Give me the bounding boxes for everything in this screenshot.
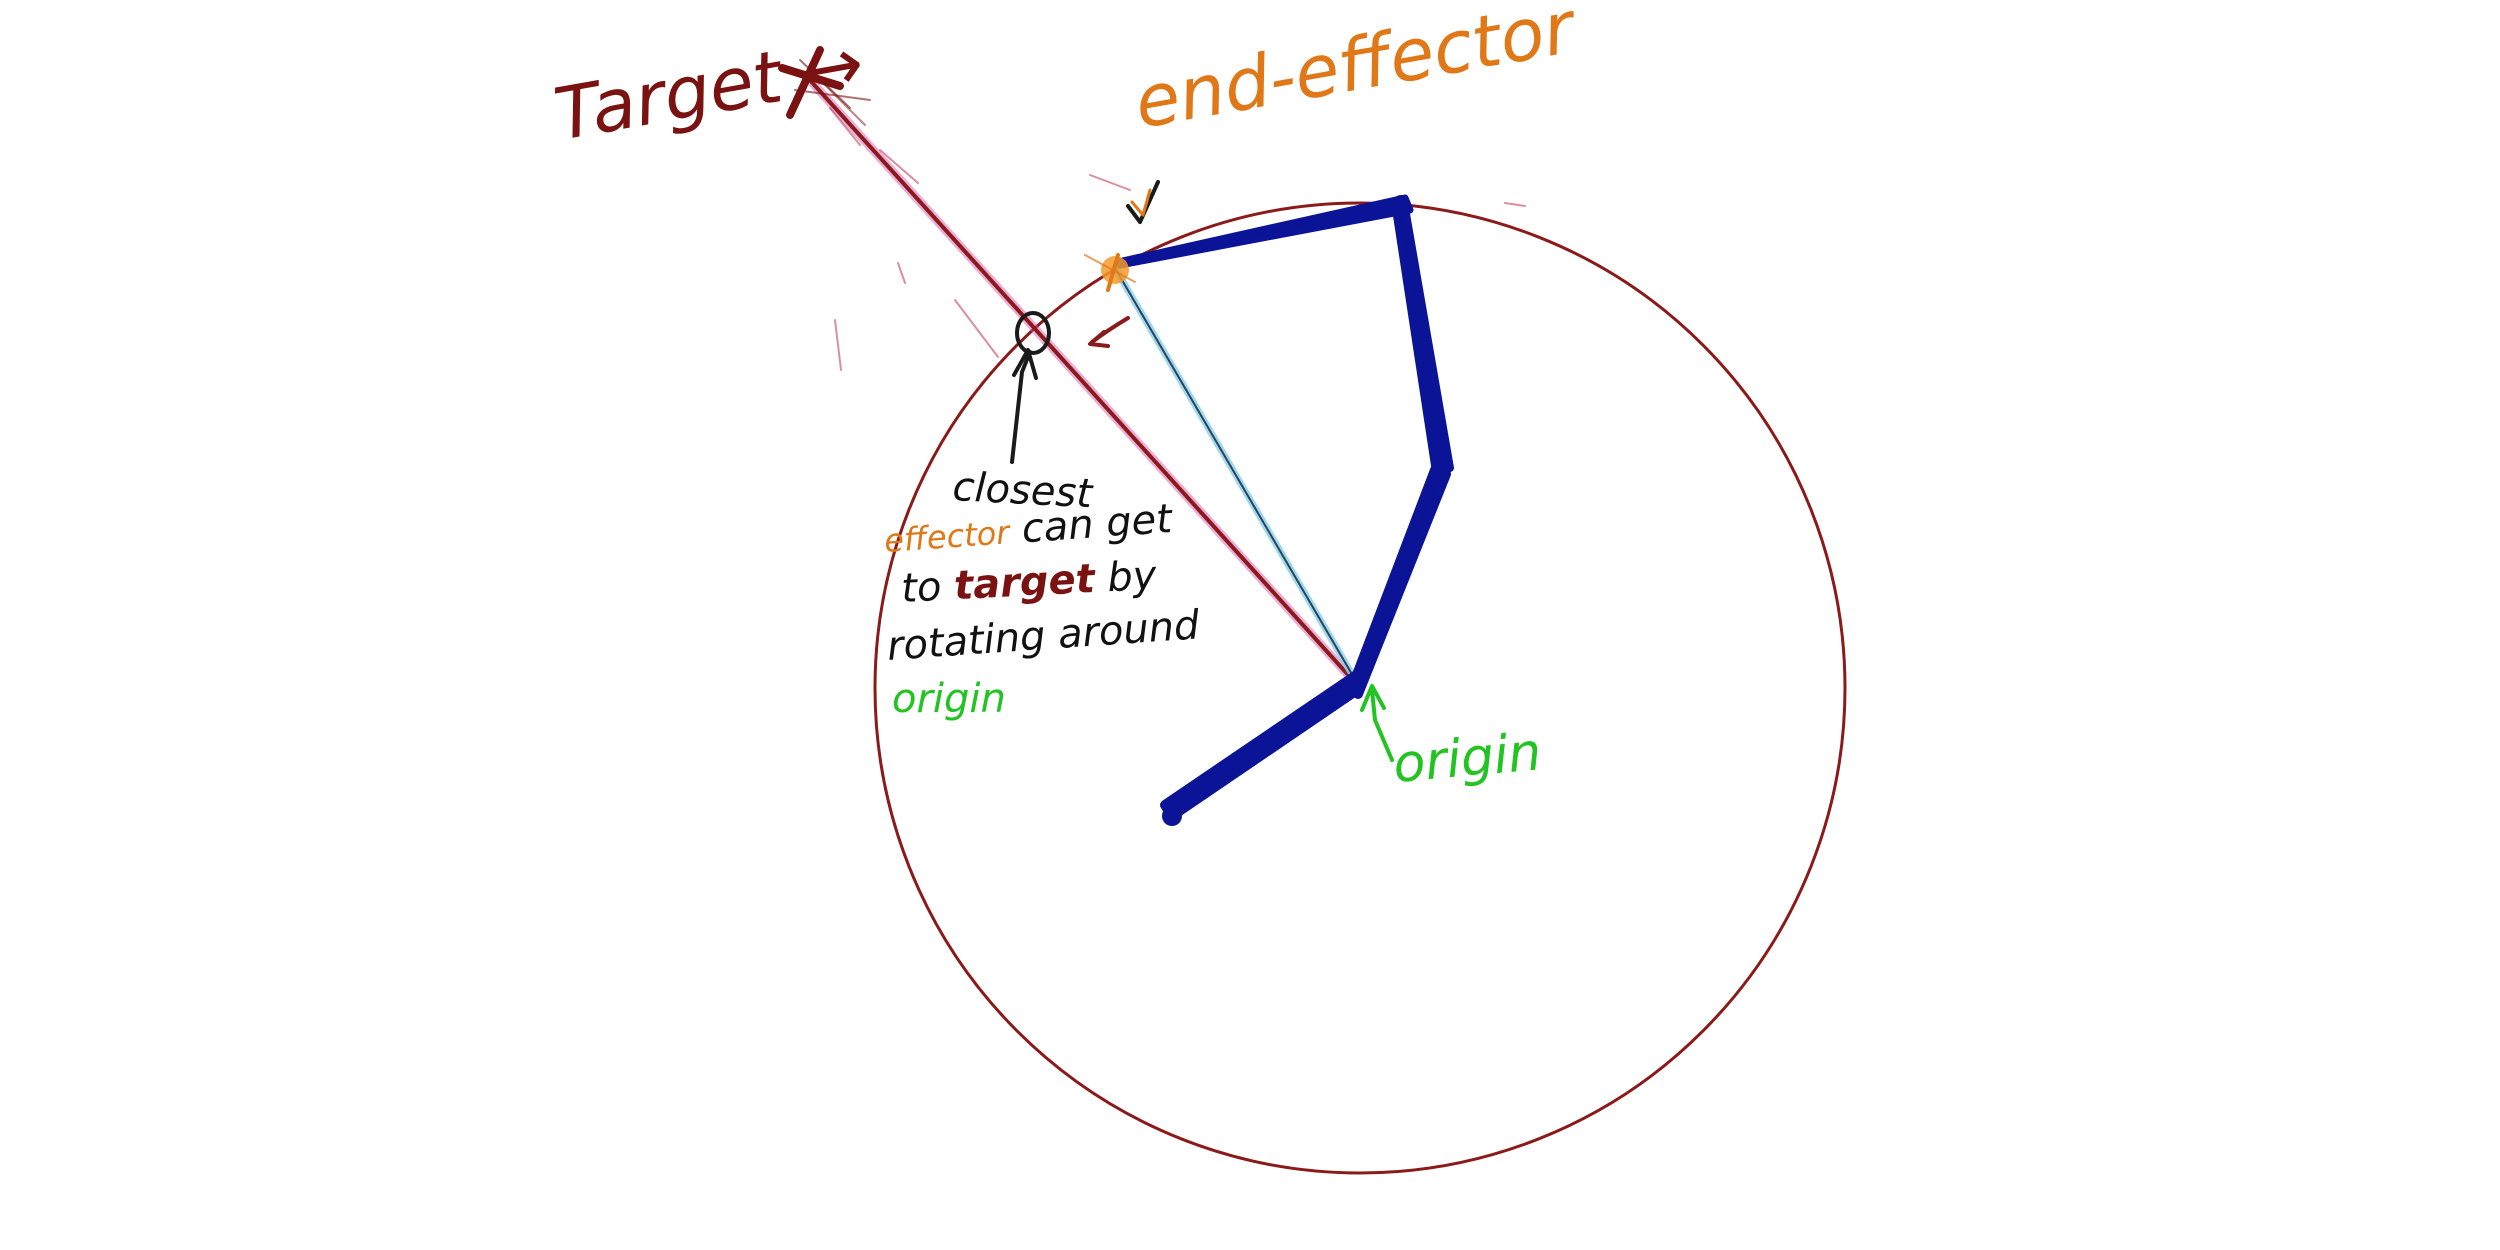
arm-segment-1 <box>1160 671 1365 821</box>
origin-label: origin <box>1391 722 1544 795</box>
origin-to-effector-line <box>1114 267 1361 689</box>
arm-segment-2 <box>1347 465 1451 699</box>
effector-arrow <box>1126 180 1160 224</box>
curved-arrow-icon <box>1088 316 1130 348</box>
note-line-4: rotating around <box>885 602 1201 670</box>
arm-segment-3 <box>1392 204 1454 476</box>
target-label: Target → <box>548 20 869 157</box>
x-mark-icon <box>778 46 871 126</box>
sketch-strokes <box>829 107 1526 371</box>
end-effector-label: end-effector <box>1128 0 1584 145</box>
note-line-3: to target by <box>900 553 1159 612</box>
arm-segment-4 <box>1114 194 1414 269</box>
note-line-5: origin <box>892 676 1006 722</box>
open-circle-icon <box>1015 311 1051 355</box>
closest-point-note: closest effector can get to target by ro… <box>882 464 1202 722</box>
note-line-2: effector can get <box>882 496 1174 562</box>
arm-joint-end <box>1162 806 1182 826</box>
dot-icon <box>1084 253 1136 292</box>
origin-arrow <box>1360 684 1394 762</box>
arm-joint <box>1393 195 1409 211</box>
arm-joint <box>1432 463 1450 481</box>
origin-to-target-line <box>806 76 1362 690</box>
closest-point-arrow <box>1010 348 1038 464</box>
arm-chain <box>1114 194 1454 826</box>
note-line-1: closest <box>951 464 1094 517</box>
reach-circle <box>873 201 1847 1175</box>
